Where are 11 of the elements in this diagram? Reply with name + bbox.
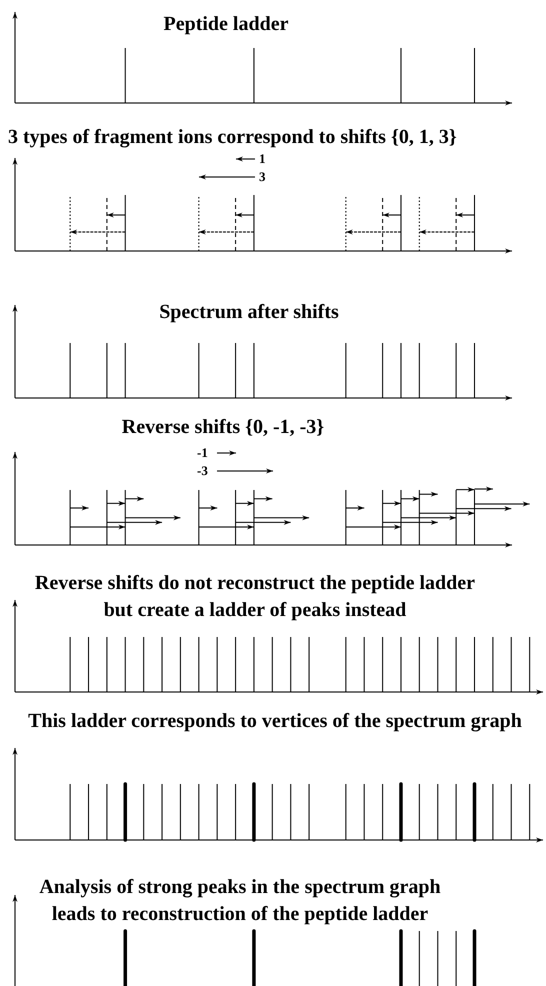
panel-heading: Spectrum after shifts: [158, 300, 340, 325]
panel-heading: This ladder corresponds to vertices of the spectrum graph: [27, 709, 523, 734]
panel-heading: Peptide ladder: [162, 12, 290, 37]
panel-heading: 3 types of fragment ions correspond to shifts {0, 1, 3}: [8, 125, 458, 150]
panel-heading: Reverse shifts do not reconstruct the peptide ladder but create a ladder of peaks instead: [34, 571, 476, 623]
shift-label: -1: [197, 445, 209, 461]
shift-label: 3: [259, 169, 266, 185]
panel-heading: Reverse shifts {0, -1, -3}: [120, 415, 326, 440]
shift-label: -3: [197, 463, 209, 479]
panel-heading: Analysis of strong peaks in the spectrum graph leads to reconstruction of the peptide ladder: [38, 875, 442, 927]
shift-label: 1: [259, 151, 266, 167]
